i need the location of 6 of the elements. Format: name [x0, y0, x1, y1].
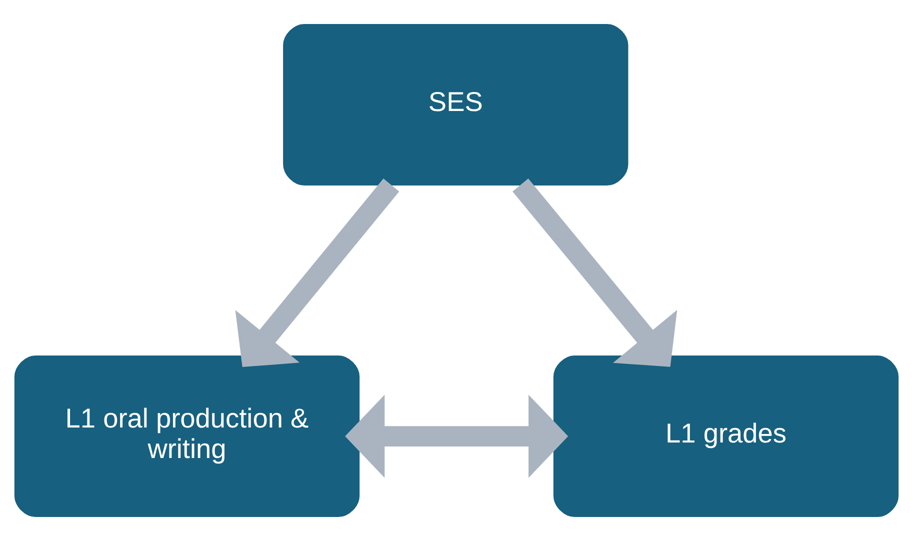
arrow — [235, 178, 400, 366]
node-box: SES — [283, 23, 628, 185]
node-box: L1 oral production & writing — [14, 355, 360, 517]
arrow — [345, 394, 568, 478]
arrow — [512, 178, 678, 366]
node-box: L1 grades — [553, 355, 899, 517]
